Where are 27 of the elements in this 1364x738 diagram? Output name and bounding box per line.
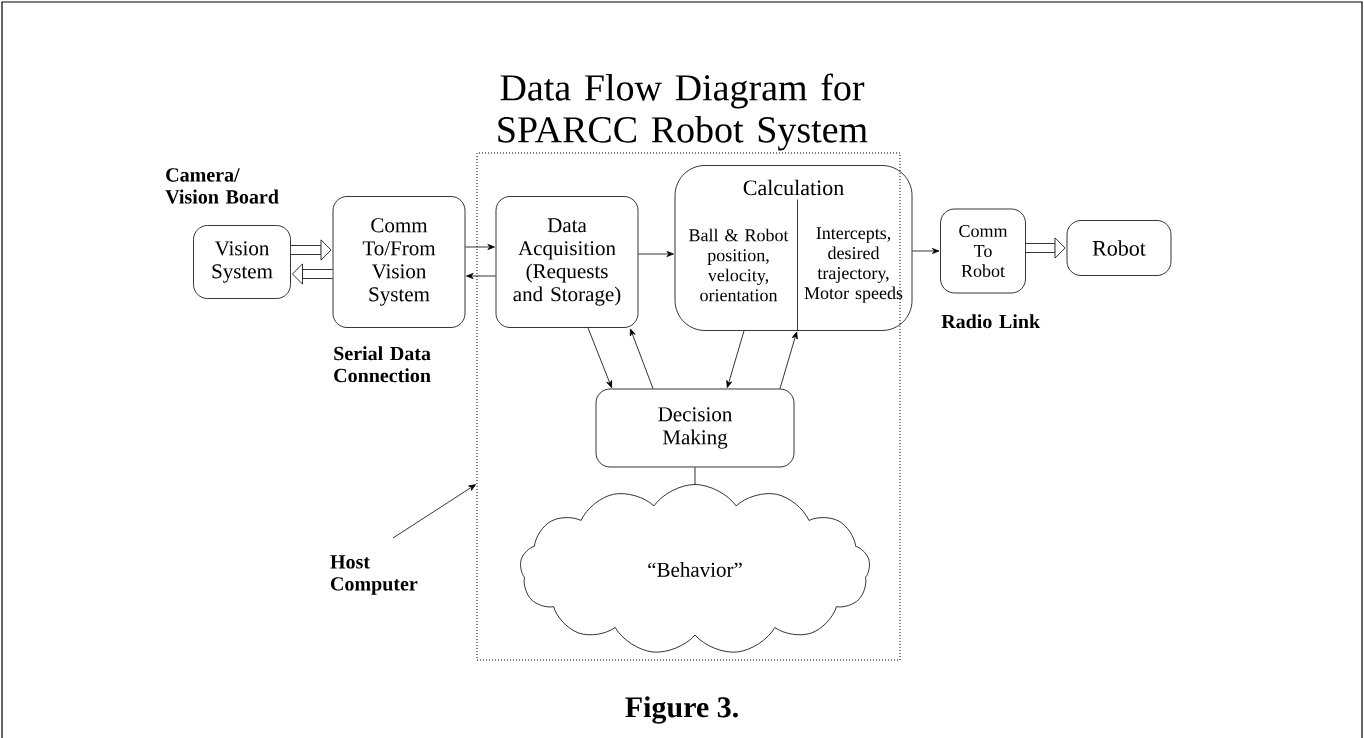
arrow — [466, 273, 496, 279]
title: Data Flow Diagram for SPARCC Robot System — [498, 73, 868, 151]
process-box: Data Acquisition (Requests and Storage) — [495, 196, 639, 328]
connector-line — [694, 467, 696, 485]
block-arrow — [292, 263, 333, 285]
leader-line — [392, 484, 476, 539]
dotted-boundary — [476, 152, 901, 661]
arrow — [465, 244, 495, 250]
arrow — [587, 327, 612, 388]
node-label: Host Computer — [330, 555, 418, 595]
figure-caption: Figure 3. — [625, 696, 738, 724]
arrow — [638, 251, 674, 257]
process-box: Calculation Ball & Robot position, velocity, orientation Intercepts, desired trajectory, Motor speeds — [674, 165, 913, 331]
arrow — [912, 248, 940, 254]
process-box: Vision System — [193, 225, 291, 299]
process-box: Decision Making — [595, 388, 795, 468]
arrow — [726, 330, 745, 388]
side-label: Serial Data Connection — [334, 346, 431, 383]
process-box: Comm To Robot — [940, 208, 1026, 294]
arrow — [629, 328, 654, 389]
side-label: Radio Link — [941, 314, 1041, 329]
process-box: Robot — [1066, 220, 1172, 276]
side-label: Camera/ Vision Board — [165, 168, 279, 204]
arrow — [779, 331, 798, 389]
block-arrow — [290, 239, 332, 261]
block-arrow — [1025, 237, 1066, 259]
process-box: Comm To/From Vision System — [332, 196, 466, 328]
